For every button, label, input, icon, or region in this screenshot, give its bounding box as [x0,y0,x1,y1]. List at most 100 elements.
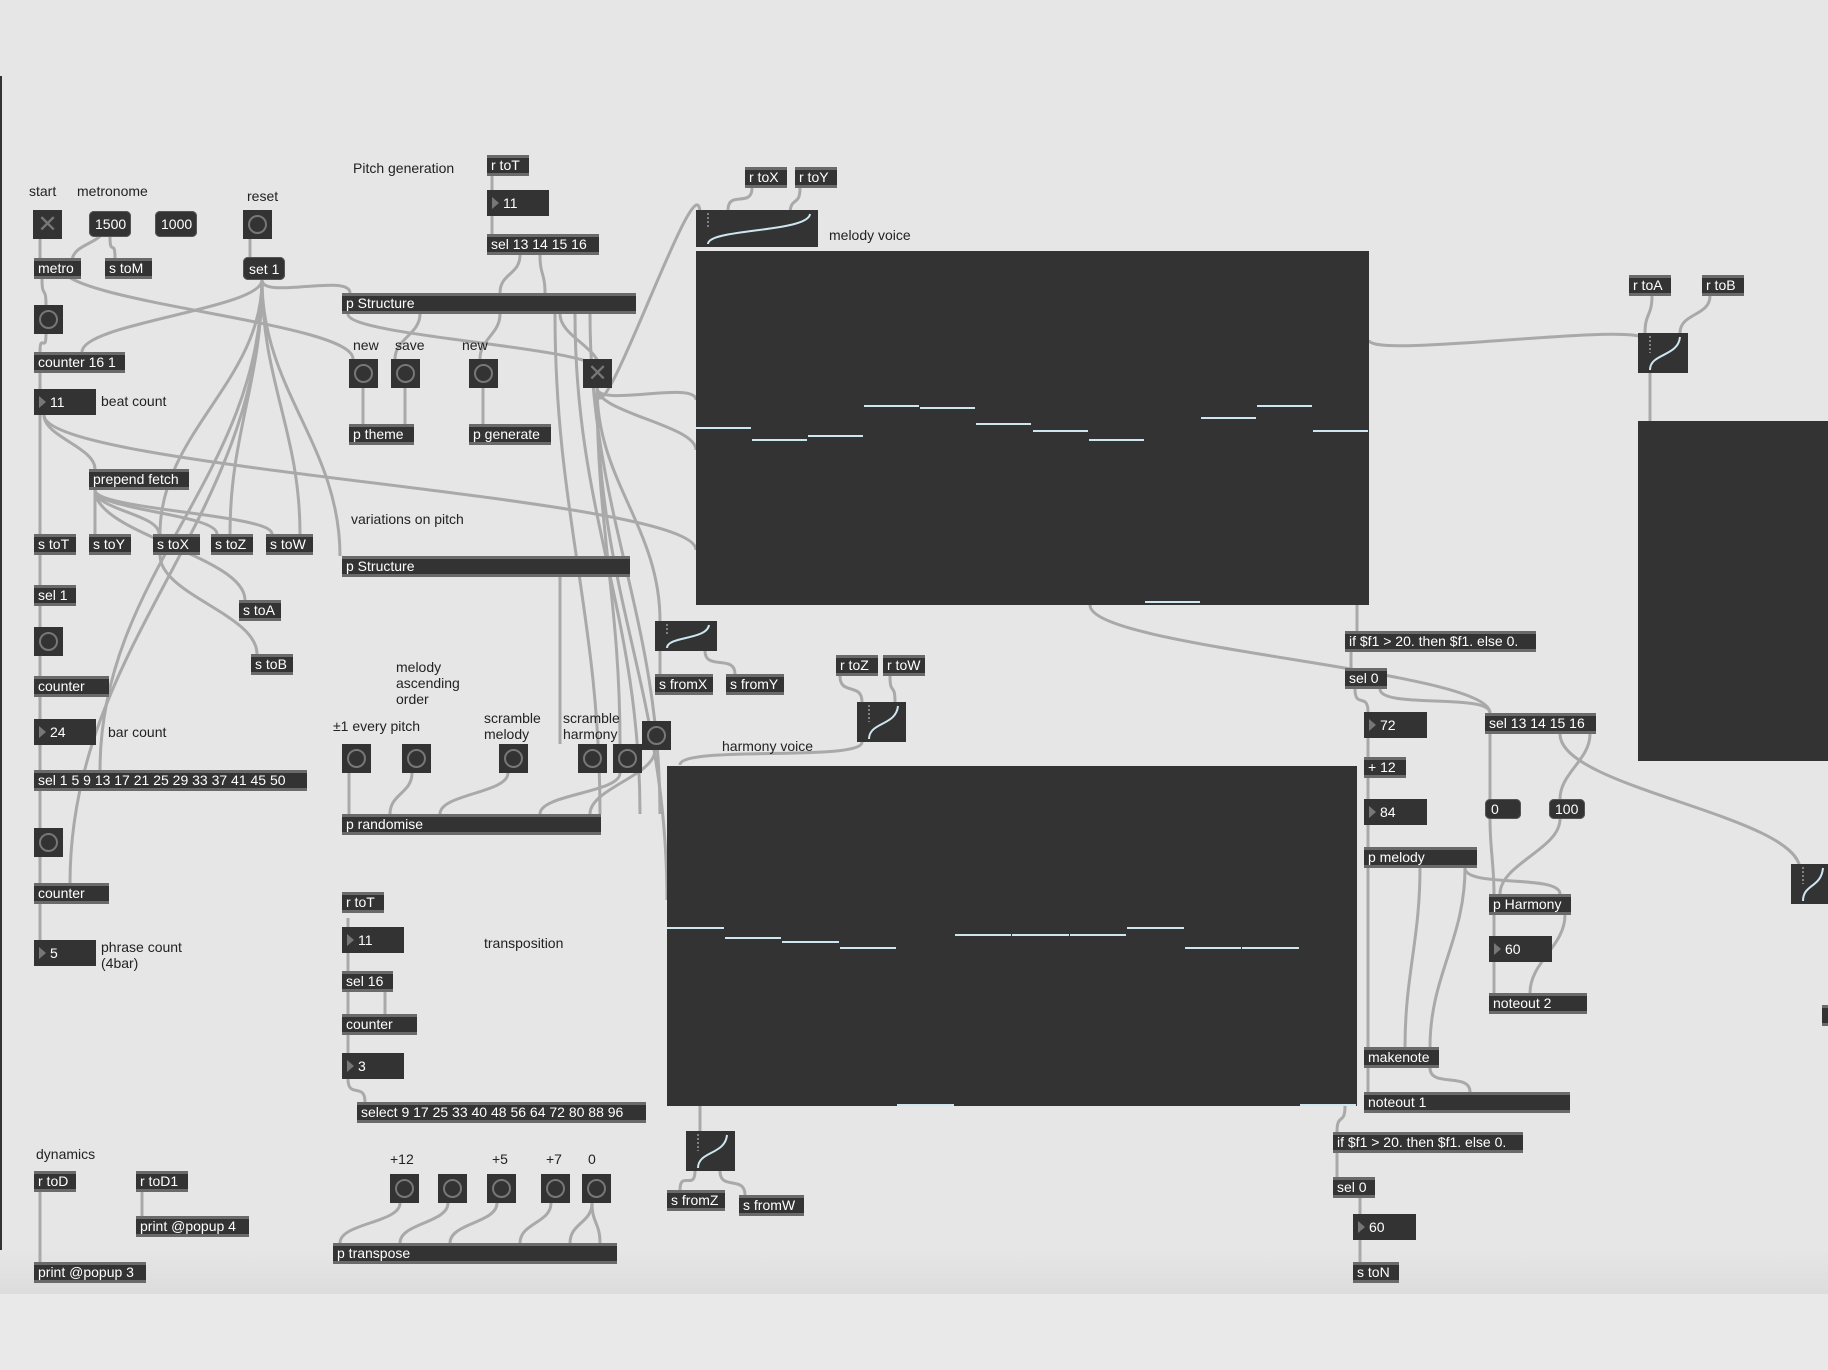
object-p-transpose[interactable]: p transpose [333,1243,617,1264]
melody-slider-value[interactable] [976,423,1032,426]
patch-cord[interactable] [338,1202,402,1244]
patch-cord[interactable] [1335,1105,1347,1133]
object-s-tob[interactable]: s toB [251,654,293,675]
message-m100[interactable]: 100 [1549,799,1585,819]
object-p-harmony[interactable]: p Harmony [1489,894,1571,915]
patch-cord[interactable] [346,1078,367,1103]
toggle-start-icon[interactable]: ✕ [33,210,62,239]
melody-slider-value[interactable] [808,435,864,438]
object-sel-pitch[interactable]: sel 13 14 15 16 [487,234,599,255]
patch-cord[interactable] [1428,1067,1472,1093]
object-sel1[interactable]: sel 1 [34,585,76,606]
fromZW-gate-icon[interactable] [686,1131,735,1171]
melody-gate-icon[interactable] [696,210,818,247]
patch-cord[interactable] [260,279,352,294]
melody-slider-value[interactable] [1032,430,1088,433]
object-counter-tr[interactable]: counter [342,1014,417,1035]
harmony-slider-value[interactable] [1127,926,1184,929]
object-r-tot[interactable]: r toT [487,155,529,176]
patch-cord[interactable] [703,650,737,675]
patch-cord[interactable] [1488,818,1496,895]
patch-cord[interactable] [388,772,414,815]
object-p-randomise[interactable]: p randomise [342,814,601,835]
harmony-slider-value[interactable] [954,933,1011,936]
patch-cord[interactable] [590,1202,602,1244]
patch-cord[interactable] [93,489,274,535]
patch-cord[interactable] [40,278,48,306]
object-s-tom[interactable]: s toM [105,258,152,279]
object-s-tow[interactable]: s toW [266,534,313,555]
patch-cord[interactable] [595,387,662,622]
scramble-harmony-bang-2-icon[interactable] [613,744,642,773]
patch-cord[interactable] [228,279,264,535]
patch-cord[interactable] [448,1202,499,1244]
object-s-toa[interactable]: s toA [239,600,281,621]
object-s-fromw[interactable]: s fromW [739,1195,804,1216]
harmony-slider-value[interactable] [1242,946,1299,949]
patch-cord[interactable] [1088,604,1492,714]
object-s-fromx[interactable]: s fromX [655,674,713,695]
harmony-slider-value[interactable] [782,940,839,943]
harmony-slider-value[interactable] [1299,1103,1356,1106]
harmony-slider-value[interactable] [667,926,724,929]
ascending-bang-icon[interactable] [402,744,431,773]
patch-cord[interactable] [93,489,219,535]
number-box-bar[interactable]: 24 [34,719,96,745]
object-p-generate[interactable]: p generate [469,424,551,445]
object-prepend[interactable]: prepend fetch [89,469,189,490]
patch-cord[interactable] [38,333,48,353]
object-r-tod[interactable]: r toD [34,1171,76,1192]
harmony-gate-icon[interactable] [857,702,906,742]
patch-cord[interactable] [260,279,342,557]
object-s-toz[interactable]: s toZ [211,534,253,555]
patch-cord[interactable] [42,414,97,470]
patch-cord[interactable] [838,675,864,703]
patch-cord[interactable] [1643,295,1654,334]
harmony-multislider[interactable] [667,766,1357,1106]
melody-slider-value[interactable] [1144,601,1200,604]
edge-object[interactable] [1822,1005,1828,1026]
patch-cord[interactable] [80,279,264,353]
number-box-tr-num[interactable]: 11 [342,927,404,953]
transpose-7-bang-icon[interactable] [541,1174,570,1203]
object-r-toa[interactable]: r toA [1629,275,1671,296]
number-box-pitch[interactable]: 11 [487,190,549,216]
patch-cord[interactable] [518,1202,553,1244]
patch-cord[interactable] [595,387,698,451]
patch-cord[interactable] [538,254,547,294]
patch-cord[interactable] [1353,688,1370,713]
message-set1[interactable]: set 1 [243,257,285,280]
melody-slider-value[interactable] [752,438,808,441]
object-if2[interactable]: if $f1 > 20. then $f1. else 0. [1333,1132,1523,1153]
patch-cord[interactable] [58,265,355,360]
object-noteout2[interactable]: noteout 2 [1489,993,1587,1014]
object-p-theme[interactable]: p theme [349,424,414,445]
patch-cord[interactable] [1678,295,1712,334]
patch-cord[interactable] [1403,867,1422,1048]
object-p-melody[interactable]: p melody [1364,847,1477,868]
object-r-toy[interactable]: r toY [795,167,837,188]
patch-cord[interactable] [1367,332,1647,348]
metro-bang-icon[interactable] [34,305,63,334]
patch-cord[interactable] [1498,818,1562,895]
patch-cord[interactable] [726,187,754,211]
harmony-slider-value[interactable] [839,946,896,949]
toggle-structure-icon[interactable]: ✕ [583,359,612,388]
number-box-tr-count[interactable]: 3 [342,1053,404,1079]
object-r-tox[interactable]: r toX [745,167,787,188]
harmony-slider-value[interactable] [724,937,781,940]
patch-cord[interactable] [93,489,161,535]
patch-cord[interactable] [595,387,698,401]
transpose-bang-icon[interactable] [438,1174,467,1203]
harmony-slider-value[interactable] [1184,946,1241,949]
patch-cord[interactable] [1463,867,1562,895]
patch-cord[interactable] [108,236,117,259]
scramble-melody-bang-icon[interactable] [499,744,528,773]
object-s-tox[interactable]: s toX [153,534,200,555]
object-noteout1[interactable]: noteout 1 [1364,1092,1570,1113]
melody-slider-value[interactable] [1200,417,1256,420]
object-plus12[interactable]: + 12 [1364,757,1406,778]
melody-multislider[interactable] [696,251,1369,605]
patch-cord[interactable] [498,254,522,294]
new-generate-bang-icon[interactable] [469,359,498,388]
